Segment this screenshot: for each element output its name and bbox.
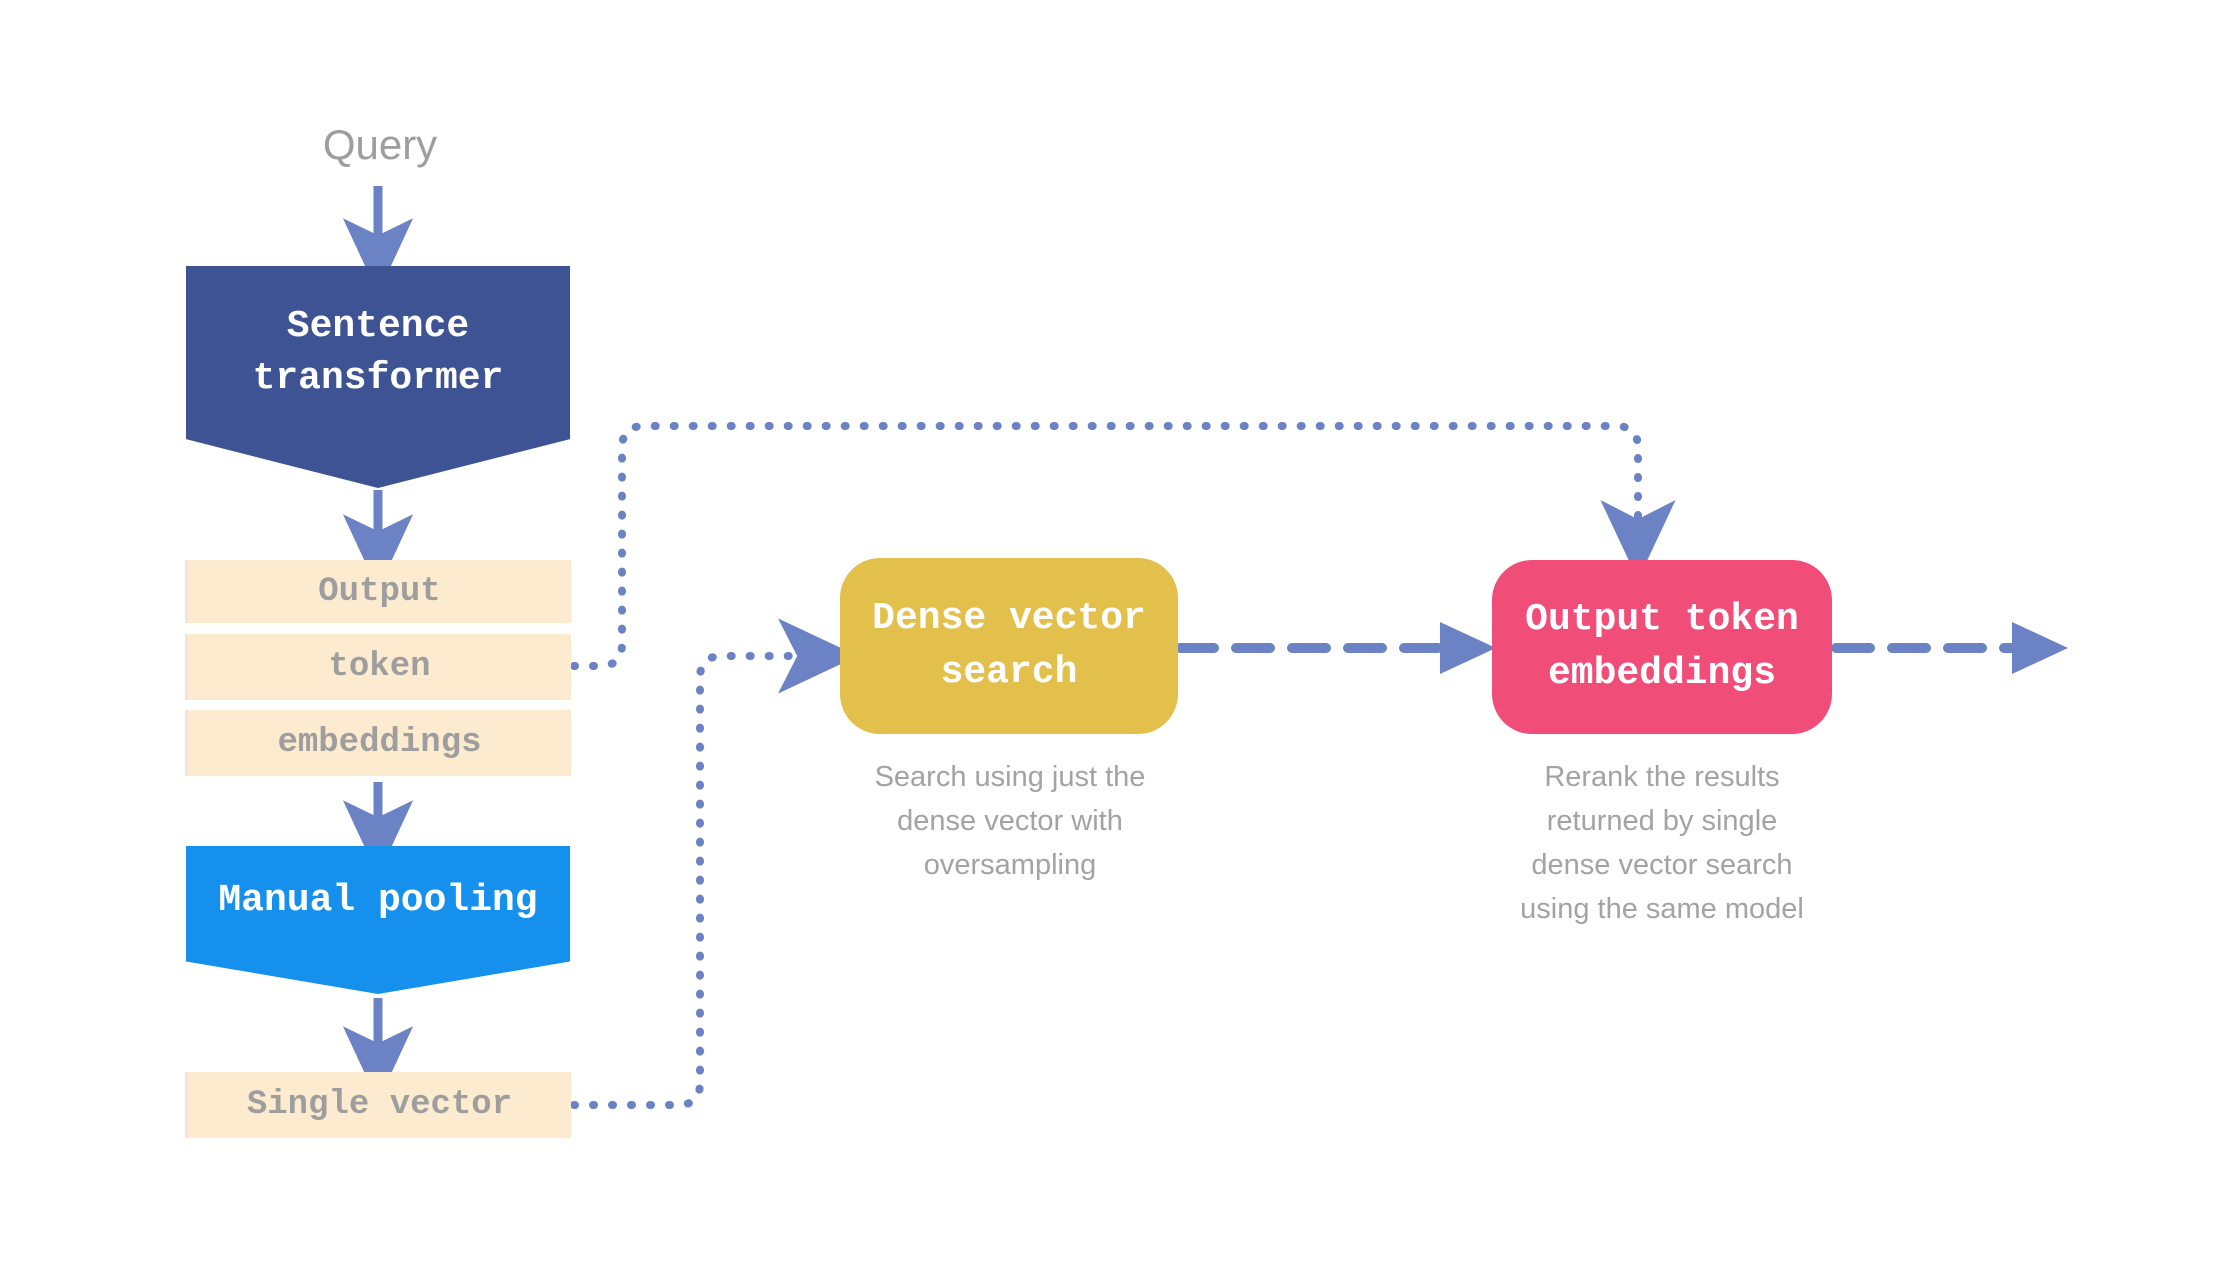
node-embeddings-row[interactable]: embeddings (185, 710, 571, 776)
node-manual-pooling[interactable]: Manual pooling (186, 846, 570, 994)
single-vector-label: Single vector (246, 1086, 513, 1124)
manual-pooling-label: Manual pooling (218, 879, 538, 922)
caption-dense-vector-search: Search using just the dense vector with … (874, 761, 1146, 881)
sentence-transformer-label: Sentence transformer (252, 305, 504, 401)
node-output-token-embeddings[interactable]: Output token embeddings (1492, 560, 1832, 734)
caption-output-token-embeddings: Rerank the results returned by single de… (1520, 761, 1804, 925)
node-sentence-transformer[interactable]: Sentence transformer (186, 266, 570, 488)
embeddings-row-label: embeddings (277, 724, 482, 762)
edge-single-vector-to-dense-vector-search (570, 618, 858, 1109)
dense-vector-search-label: Dense vector search (872, 597, 1146, 694)
query-label: Query (322, 121, 438, 168)
node-token-row[interactable]: token (185, 634, 571, 700)
output-row-label: Output (318, 572, 441, 611)
node-output-row[interactable]: Output (185, 560, 571, 623)
token-row-label: token (328, 648, 431, 686)
node-dense-vector-search[interactable]: Dense vector search (840, 558, 1178, 734)
output-token-embeddings-label: Output token embeddings (1525, 598, 1799, 695)
node-single-vector[interactable]: Single vector (185, 1072, 571, 1138)
